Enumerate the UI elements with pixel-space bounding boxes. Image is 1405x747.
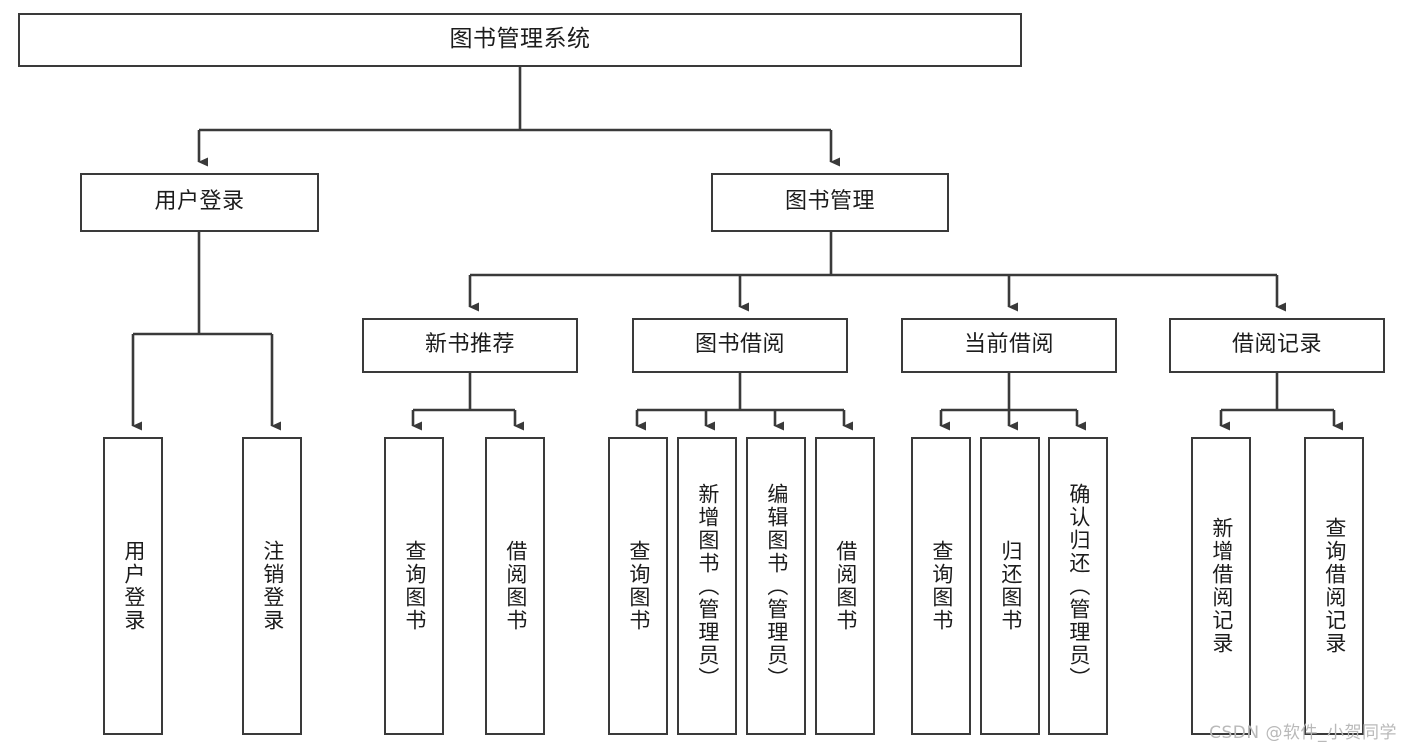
node-user-login[interactable]: 用户登录 <box>80 173 319 232</box>
leaf-user-login-login[interactable]: 用户登录 <box>103 437 163 735</box>
node-label: 用户登录 <box>154 189 245 215</box>
leaf-current-query-book[interactable]: 查询图书 <box>911 437 971 735</box>
leaf-borrow-query-book[interactable]: 查询图书 <box>608 437 668 735</box>
node-label: 新增图书（管理员） <box>695 482 720 690</box>
leaf-recommend-borrow-book[interactable]: 借阅图书 <box>485 437 545 735</box>
node-label: 借阅记录 <box>1231 332 1322 358</box>
node-current-borrow[interactable]: 当前借阅 <box>901 318 1117 373</box>
leaf-user-login-logout[interactable]: 注销登录 <box>242 437 302 735</box>
node-borrow-record[interactable]: 借阅记录 <box>1169 318 1385 373</box>
node-book-management[interactable]: 图书管理 <box>711 173 949 232</box>
node-label: 当前借阅 <box>963 332 1054 358</box>
node-label: 编辑图书（管理员） <box>764 482 789 690</box>
node-label: 新增借阅记录 <box>1209 517 1234 655</box>
node-label: 图书借阅 <box>694 332 785 358</box>
node-label: 借阅图书 <box>503 540 528 632</box>
leaf-current-return-book[interactable]: 归还图书 <box>980 437 1040 735</box>
node-book-borrow[interactable]: 图书借阅 <box>632 318 848 373</box>
leaf-current-confirm-return-admin[interactable]: 确认归还（管理员） <box>1048 437 1108 735</box>
node-label: 查询图书 <box>929 540 954 632</box>
node-label: 新书推荐 <box>424 332 515 358</box>
node-label: 图书管理 <box>784 189 875 215</box>
node-label: 注销登录 <box>260 540 285 632</box>
node-label: 借阅图书 <box>833 540 858 632</box>
leaf-record-add-record[interactable]: 新增借阅记录 <box>1191 437 1251 735</box>
node-label: 归还图书 <box>998 540 1023 632</box>
leaf-record-query-record[interactable]: 查询借阅记录 <box>1304 437 1364 735</box>
node-root-system[interactable]: 图书管理系统 <box>18 13 1022 67</box>
node-label: 查询借阅记录 <box>1322 517 1347 655</box>
node-label: 图书管理系统 <box>449 26 591 53</box>
watermark-text: CSDN @软件_小贺同学 <box>1209 723 1397 743</box>
leaf-borrow-borrow-book[interactable]: 借阅图书 <box>815 437 875 735</box>
node-label: 用户登录 <box>121 540 146 632</box>
leaf-borrow-edit-book-admin[interactable]: 编辑图书（管理员） <box>746 437 806 735</box>
leaf-recommend-query-book[interactable]: 查询图书 <box>384 437 444 735</box>
node-label: 查询图书 <box>626 540 651 632</box>
node-label: 查询图书 <box>402 540 427 632</box>
node-new-book-recommend[interactable]: 新书推荐 <box>362 318 578 373</box>
leaf-borrow-add-book-admin[interactable]: 新增图书（管理员） <box>677 437 737 735</box>
node-label: 确认归还（管理员） <box>1066 482 1091 690</box>
